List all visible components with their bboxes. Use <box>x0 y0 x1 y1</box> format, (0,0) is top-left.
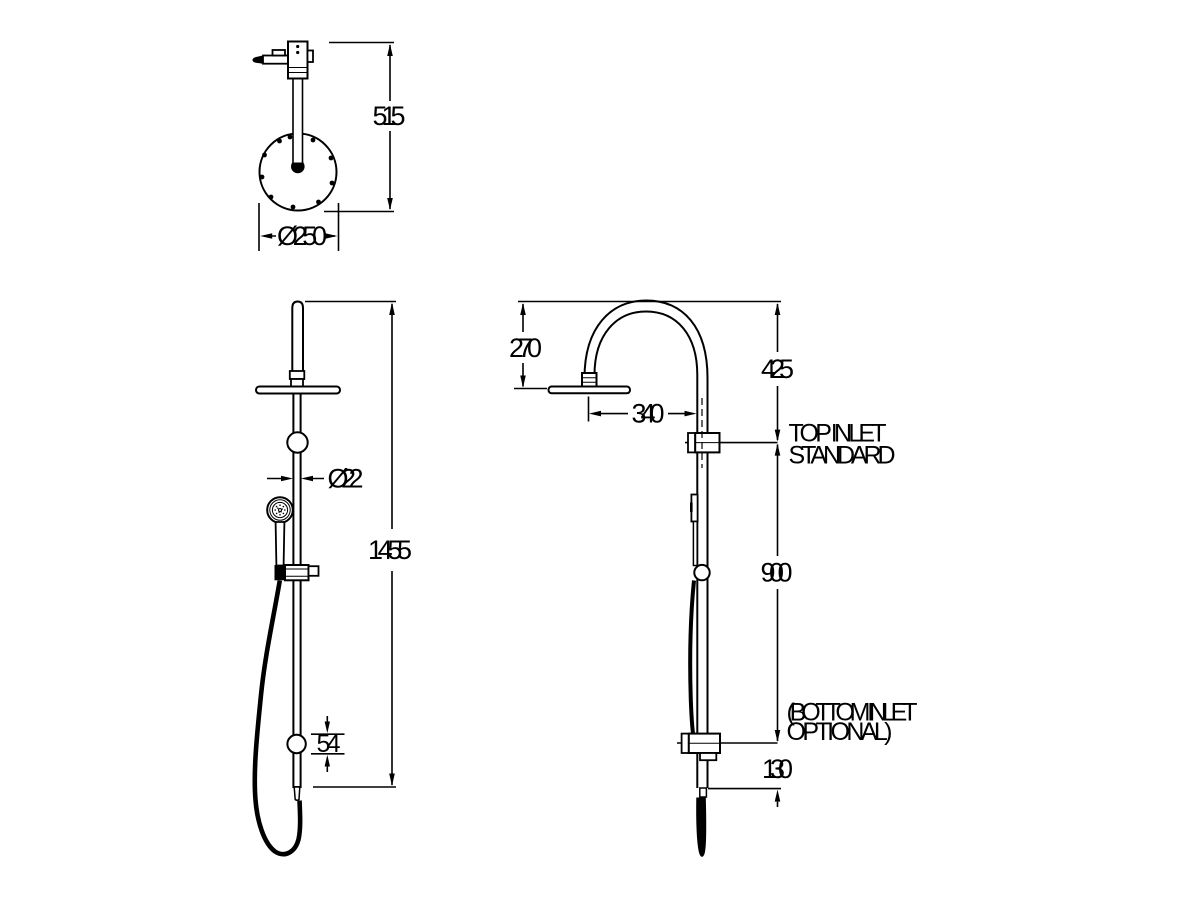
hose-tail <box>696 797 707 857</box>
spray-nozzles <box>259 134 335 210</box>
handle-clamp <box>274 565 285 581</box>
hand-shower-profile <box>690 493 699 567</box>
side-view: 270 340 425 900 130 <box>509 299 918 857</box>
inlet-nozzle <box>252 55 263 64</box>
top-view: 515 Ø250 <box>252 40 406 251</box>
shower-head-plate <box>255 385 341 395</box>
dim-900: 900 <box>761 443 793 742</box>
dim-250-text: Ø250 <box>277 221 327 251</box>
dim-130: 130 <box>708 754 793 807</box>
dim-1455-text: 1455 <box>368 535 412 565</box>
hand-shower-head <box>266 496 294 524</box>
dim-515-text: 515 <box>373 101 406 131</box>
dim-425-text: 425 <box>761 354 794 384</box>
gooseneck-inner <box>593 310 699 788</box>
dim-425: 425 <box>761 303 794 442</box>
inlet-arm <box>262 54 289 65</box>
dim-270: 270 <box>509 303 547 390</box>
top-inlet-bracket <box>687 432 721 454</box>
bottom-inlet-label-line1: (BOTTOM INLET <box>787 699 918 727</box>
front-view: Ø22 54 1455 <box>252 300 412 857</box>
rail-end-cap <box>699 787 708 798</box>
dim-54: 54 <box>311 716 345 772</box>
bracket-stem <box>699 752 718 762</box>
head-connector-ring <box>288 370 306 380</box>
wall-bracket-assembly <box>252 40 314 80</box>
dim-22: Ø22 <box>267 464 364 494</box>
bottom-inlet-label: (BOTTOM INLET OPTIONAL) <box>787 699 918 746</box>
inlet-arm-top <box>271 49 286 57</box>
hand-shower-handle <box>274 521 286 567</box>
top-inlet-label: TOP INLET STANDARD <box>789 420 896 470</box>
bracket-tab <box>306 49 314 63</box>
dim-515: 515 <box>324 41 406 213</box>
hose <box>252 580 303 857</box>
hand-shower <box>266 496 294 567</box>
slider-bracket <box>274 564 320 582</box>
dim-900-text: 900 <box>761 558 793 588</box>
arm-body <box>293 78 303 163</box>
slider-ball-side <box>693 563 711 582</box>
dim-130-text: 130 <box>762 754 793 784</box>
gooseneck-outer <box>583 299 709 788</box>
dim-340-text: 340 <box>632 399 665 429</box>
slider-knob <box>307 565 320 577</box>
dim-1455: 1455 <box>305 300 412 788</box>
bottom-inlet-label-line2: OPTIONAL) <box>787 718 893 746</box>
top-inlet-label-line2: STANDARD <box>789 442 896 470</box>
head-connector <box>581 372 598 388</box>
upper-ball-joint <box>286 431 309 454</box>
arm-centre-tip <box>291 159 305 174</box>
arm-edges <box>292 78 304 163</box>
upper-tube <box>291 300 304 372</box>
bottom-inlet-bracket <box>680 732 721 762</box>
dim-270-text: 270 <box>509 333 542 363</box>
dim-340: 340 <box>587 396 697 429</box>
top-inlet-label-line1: TOP INLET <box>789 420 887 448</box>
rail-bottom-tip <box>293 786 301 801</box>
slider-body <box>284 564 310 582</box>
bracket-clamp-lines <box>288 67 308 73</box>
dim-250: Ø250 <box>258 203 340 251</box>
lower-ball-joint <box>286 733 307 755</box>
hand-shower-nozzles <box>274 504 286 516</box>
dim-22-text: Ø22 <box>328 464 364 494</box>
shower-head-plate-side <box>547 385 631 395</box>
hose-side <box>688 580 697 743</box>
dim-54-text: 54 <box>317 730 341 758</box>
